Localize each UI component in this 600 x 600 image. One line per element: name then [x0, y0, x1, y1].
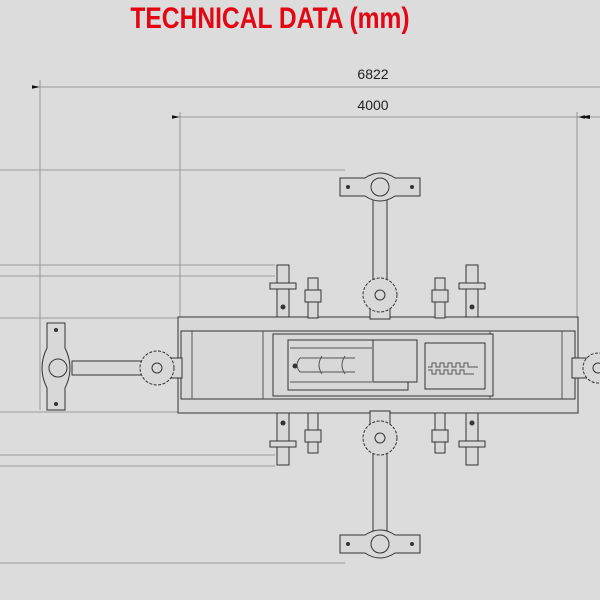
- dimension-overall: 6822: [32, 66, 600, 410]
- main-frame: [177, 316, 579, 414]
- post-top-1: [269, 264, 297, 318]
- post-bottom-3: [431, 412, 449, 454]
- post-bottom-2: [304, 412, 322, 454]
- pulling-arm-left: [41, 322, 183, 411]
- horizontal-extension-lines: [0, 169, 345, 564]
- post-top-2: [304, 277, 322, 319]
- post-bottom-1: [269, 412, 297, 466]
- post-top-4: [458, 264, 486, 318]
- pulling-arm-right: [571, 352, 600, 384]
- pulling-arm-top: [339, 172, 421, 320]
- post-top-3: [431, 277, 449, 319]
- dimension-label-frame: 4000: [357, 97, 388, 113]
- anchor-posts: [269, 264, 486, 466]
- pulling-arm-bottom: [339, 410, 421, 559]
- post-bottom-4: [458, 412, 486, 466]
- dimension-frame: 4000: [172, 97, 600, 318]
- page-title: TECHNICAL DATA (mm): [130, 2, 410, 35]
- dimension-label-overall: 6822: [357, 66, 388, 82]
- hydraulic-cylinders: [290, 347, 372, 383]
